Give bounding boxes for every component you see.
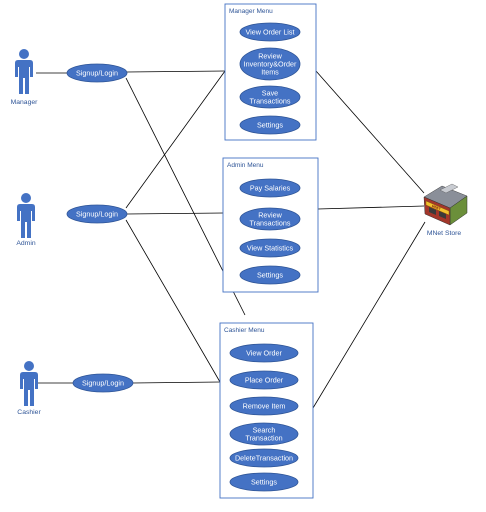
usecase-item: Remove Item (229, 396, 299, 416)
usecase-label: Review (258, 52, 282, 61)
usecase-label: Remove Item (243, 402, 286, 411)
usecase-ellipse (229, 396, 299, 416)
usecase-label: View Statistics (247, 244, 294, 253)
usecase-ellipse (239, 238, 301, 258)
manager-actor: Manager (11, 49, 39, 106)
usecase-label: Signup/Login (82, 379, 124, 388)
usecase-item: Settings (239, 265, 301, 285)
usecase-label: Signup/Login (76, 210, 118, 219)
store-node: MNET MNet Store (423, 183, 468, 237)
usecase-label: Settings (257, 271, 283, 280)
usecase-item: Settings (239, 115, 301, 135)
manager-label: Manager (11, 99, 39, 106)
usecase-label: Settings (257, 121, 283, 130)
usecase-label: Search (253, 426, 276, 435)
usecase-item: DeleteTransaction (229, 448, 299, 468)
usecase-label: Transactions (250, 97, 291, 106)
actor-head (19, 49, 29, 59)
usecase-ellipse (229, 448, 299, 468)
manager-login-usecase: Signup/Login (66, 63, 128, 83)
actor-body (20, 372, 38, 406)
usecase-label: Signup/Login (76, 69, 118, 78)
usecase-ellipse (239, 47, 301, 81)
usecase-label: Inventory&Order (244, 60, 297, 69)
usecase-label: DeleteTransaction (235, 454, 293, 463)
usecase-ellipse (239, 22, 301, 42)
usecase-label: Settings (251, 478, 277, 487)
connector-line (126, 212, 224, 215)
usecase-label: Transaction (245, 434, 282, 443)
usecase-ellipse (66, 63, 128, 83)
usecase-ellipse (229, 343, 299, 363)
usecase-label: Save (262, 89, 278, 98)
usecase-item: View Statistics (239, 238, 301, 258)
store-sign-text: MNET (431, 204, 441, 211)
usecase-item: Settings (229, 472, 299, 492)
connector-line (126, 70, 226, 73)
usecase-ellipse (239, 85, 301, 109)
usecase-label: Place Order (245, 376, 284, 385)
admin-actor: Admin (16, 193, 36, 247)
manager-menu-title: Manager Menu (229, 8, 273, 15)
usecase-label: Pay Salaries (250, 184, 291, 193)
connector-line (132, 381, 221, 384)
actor-head (21, 193, 31, 203)
admin-login-usecase: Signup/Login (66, 204, 128, 224)
actor-head (24, 361, 34, 371)
usecase-ellipse (239, 207, 301, 231)
actor-body (15, 60, 33, 94)
cashier-menu-title: Cashier Menu (224, 327, 265, 334)
usecase-label: Items (261, 68, 279, 77)
usecase-label: Review (258, 211, 282, 220)
usecase-ellipse (66, 204, 128, 224)
usecase-label: View Order (246, 349, 282, 358)
actor-body (17, 204, 35, 238)
usecase-ellipse (239, 178, 301, 198)
connector-line (125, 70, 226, 209)
admin-label: Admin (16, 240, 35, 247)
usecase-item: View Order (229, 343, 299, 363)
connector-line (125, 219, 221, 383)
store-label: MNet Store (427, 230, 462, 237)
store-icon: MNET (423, 183, 468, 226)
cashier-login-usecase: Signup/Login (72, 373, 134, 393)
usecase-ellipse (229, 472, 299, 492)
usecase-item: Pay Salaries (239, 178, 301, 198)
connector-line (312, 221, 426, 409)
connector-line (317, 205, 425, 210)
usecase-ellipse (229, 422, 299, 446)
usecase-ellipse (239, 115, 301, 135)
usecase-item: View Order List (239, 22, 301, 42)
usecase-item: Place Order (229, 370, 299, 390)
connector-line (315, 70, 425, 194)
cashier-label: Cashier (17, 409, 41, 416)
admin-menu-title: Admin Menu (227, 162, 264, 169)
usecase-label: Transactions (250, 219, 291, 228)
connector-lines (36, 70, 426, 409)
usecase-ellipse (239, 265, 301, 285)
usecase-label: View Order List (246, 28, 295, 37)
cashier-actor: Cashier (17, 361, 41, 416)
usecase-ellipse (229, 370, 299, 390)
usecase-ellipse (72, 373, 134, 393)
